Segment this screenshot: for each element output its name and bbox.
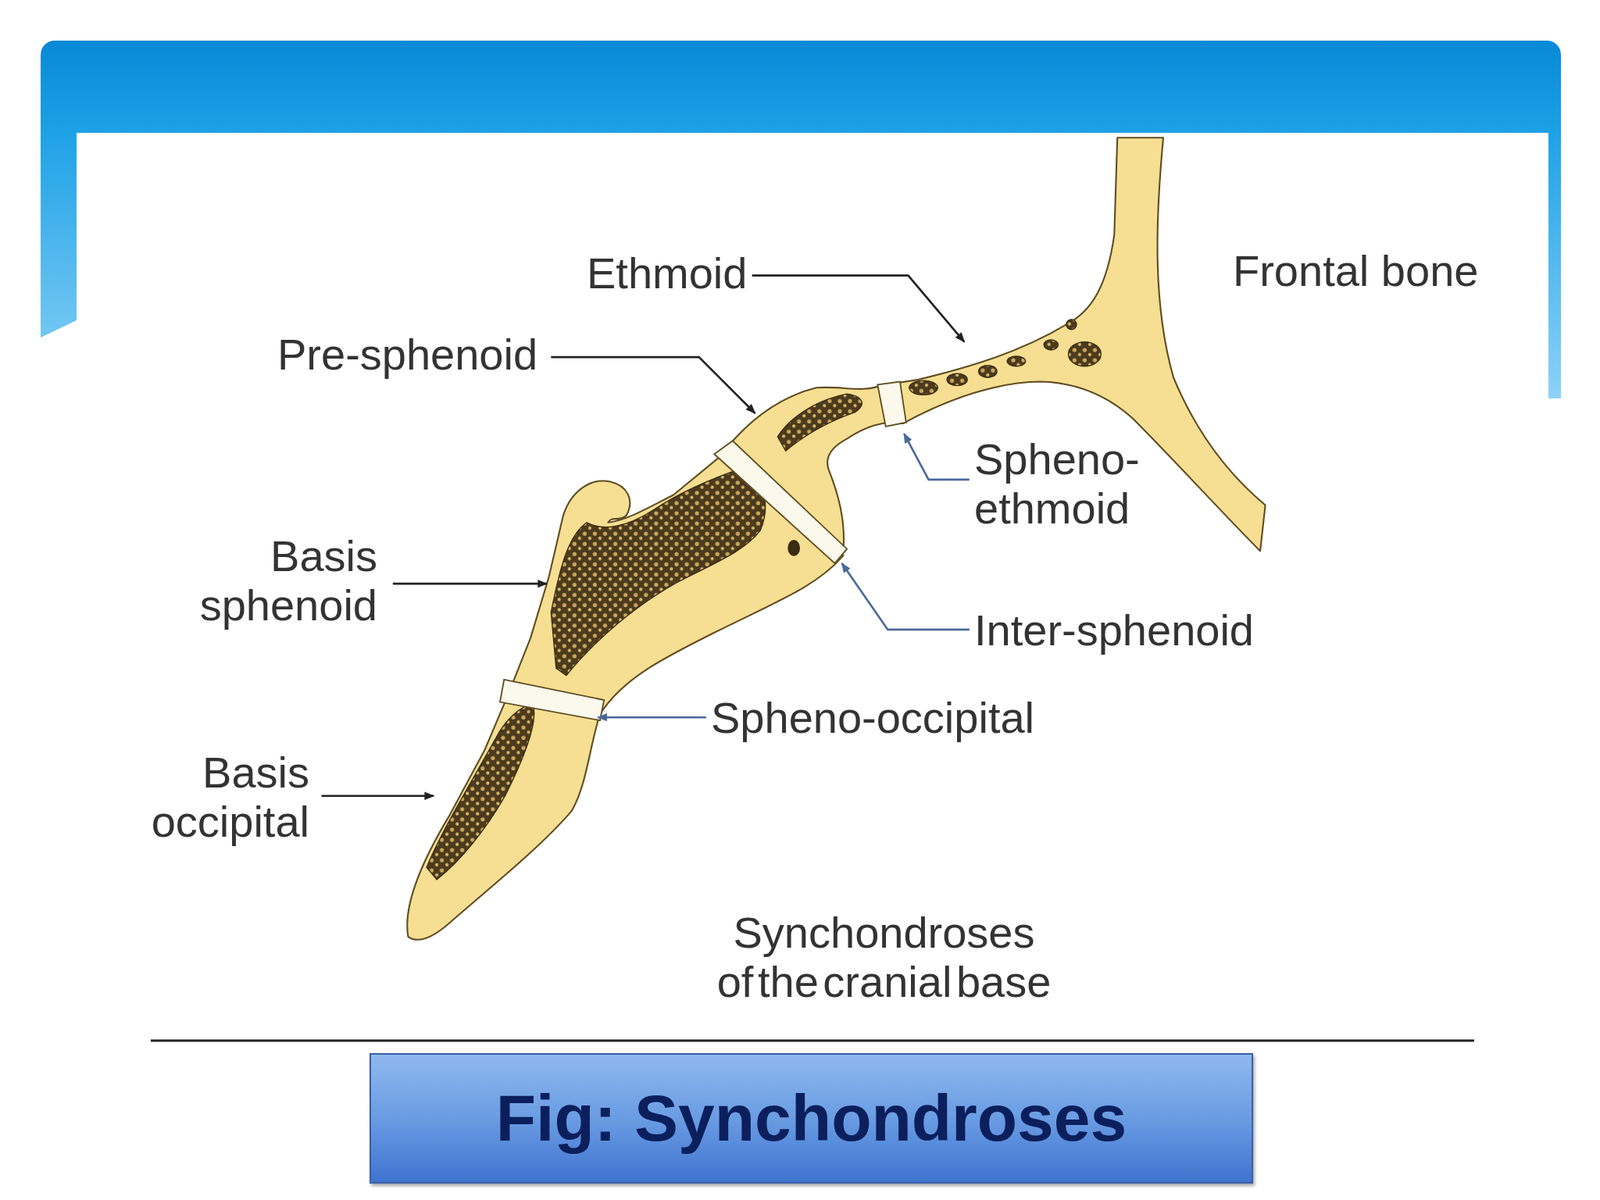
caption-box: Fig: Synchondroses [369, 1053, 1254, 1184]
figure-caption: Fig: Synchondroses [496, 1080, 1127, 1157]
cancellous-bone [1066, 319, 1077, 330]
leader-line [752, 275, 965, 343]
cancellous-bone [426, 703, 535, 880]
leader-line [903, 433, 970, 480]
cancellous-bone [1068, 342, 1102, 367]
cancellous-bone [946, 373, 968, 386]
leader-line [842, 563, 970, 630]
cancellous-bone [1043, 339, 1058, 350]
leader-line [321, 794, 434, 797]
synchondrosis-cartilage [877, 381, 907, 426]
part-label: Synchondroses of the cranial base [714, 907, 1054, 1007]
header-bar [40, 40, 1561, 143]
part-label: Spheno-occipital [710, 692, 1035, 743]
part-label: Basis occipital [141, 747, 310, 847]
part-label: Pre-sphenoid [277, 329, 538, 379]
cancellous-bone [1007, 356, 1026, 367]
leader-line [392, 582, 547, 586]
bone-outline [407, 137, 1265, 940]
part-label: Frontal bone [1232, 246, 1479, 296]
cancellous-bone [787, 539, 800, 557]
cancellous-bone [978, 365, 998, 379]
synchondrosis-cartilage [500, 679, 604, 721]
synchondrosis-cartilage [714, 440, 847, 564]
leader-line [550, 357, 755, 414]
header-side-strip [1548, 117, 1561, 399]
cancellous-bone [909, 380, 939, 395]
part-label: Ethmoid [586, 248, 747, 298]
header-side-strip [40, 117, 77, 338]
figure-rule [150, 1039, 1475, 1043]
part-label: Basis sphenoid [189, 531, 378, 630]
cancellous-bone [550, 467, 765, 675]
part-label: Inter-sphenoid [974, 605, 1254, 655]
part-label: Spheno- ethmoid [974, 434, 1178, 533]
cancellous-bone [777, 393, 862, 451]
content-area [76, 132, 1549, 1200]
leader-line [597, 716, 706, 719]
